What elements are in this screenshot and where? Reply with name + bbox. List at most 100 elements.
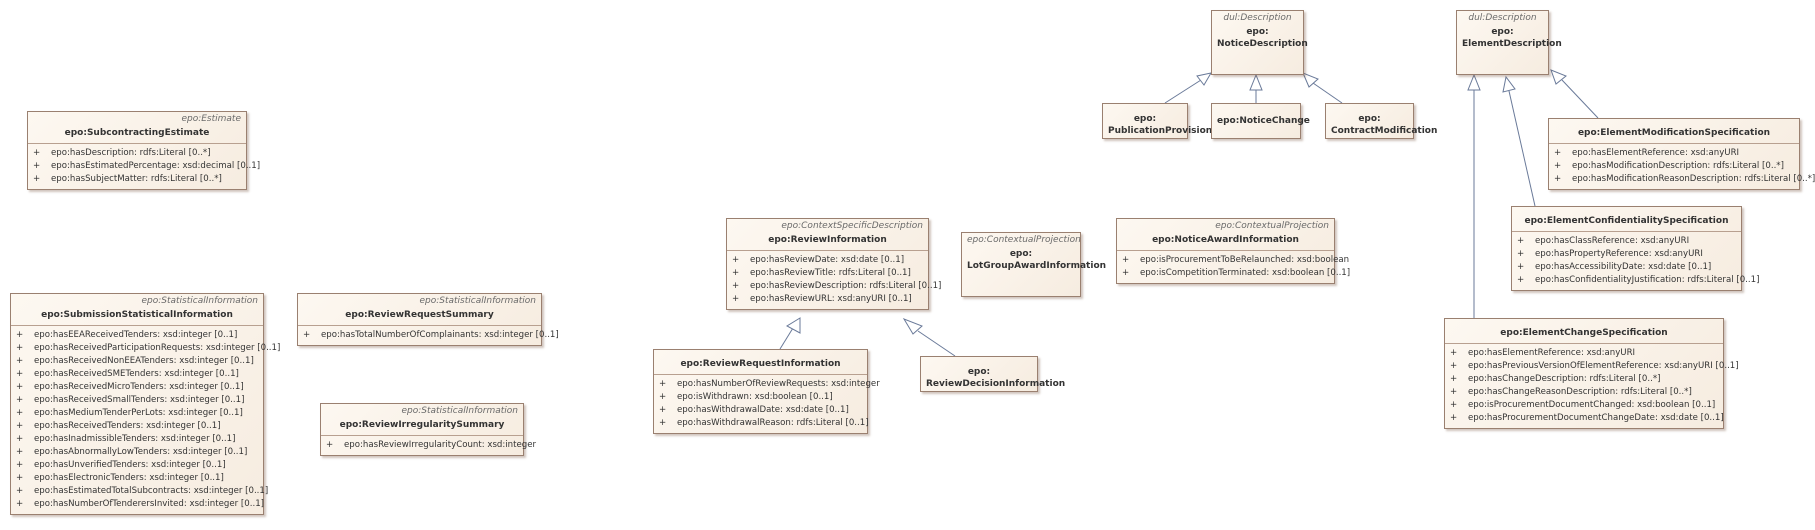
attribute-row: +epo:hasReceivedParticipationRequests: x… bbox=[16, 343, 281, 353]
stereotype-label: epo:ContextualProjection bbox=[1215, 221, 1329, 231]
attribute-list: +epo:hasNumberOfReviewRequests: xsd:inte… bbox=[654, 374, 880, 433]
attribute-row: +epo:hasProcurementDocumentChangeDate: x… bbox=[1450, 413, 1724, 423]
class-publication-provision[interactable]: epo: PublicationProvision bbox=[1102, 103, 1213, 139]
attribute-row: +epo:hasModificationReasonDescription: r… bbox=[1554, 174, 1815, 184]
attribute-list: +epo:hasDescription: rdfs:Literal [0..*]… bbox=[28, 143, 260, 189]
class-element-modification-specification[interactable]: epo:ElementModificationSpecification +ep… bbox=[1548, 118, 1815, 190]
class-name: epo: bbox=[967, 367, 991, 377]
attribute-row: +epo:hasClassReference: xsd:anyURI bbox=[1517, 236, 1690, 246]
attribute-row: +epo:hasChangeReasonDescription: rdfs:Li… bbox=[1450, 387, 1692, 397]
class-name: epo:SubmissionStatisticalInformation bbox=[41, 310, 233, 320]
class-name: epo: bbox=[1246, 27, 1269, 37]
class-name: ReviewDecisionInformation bbox=[926, 379, 1066, 389]
attribute-row: +epo:hasReviewURL: xsd:anyURI [0..1] bbox=[732, 294, 912, 304]
generalization-arrowhead bbox=[785, 317, 801, 334]
stereotype-label: epo:StatisticalInformation bbox=[419, 296, 536, 306]
class-name: epo:SubcontractingEstimate bbox=[64, 128, 210, 138]
class-name: ElementDescription bbox=[1462, 39, 1562, 49]
generalization-line bbox=[779, 327, 794, 350]
generalization-arrowhead bbox=[1467, 73, 1481, 91]
class-element-confidentiality-specification[interactable]: epo:ElementConfidentialitySpecification … bbox=[1511, 206, 1759, 291]
attribute-list: +epo:hasElementReference: xsd:anyURI +ep… bbox=[1445, 343, 1739, 428]
generalization-arrowhead bbox=[1196, 72, 1213, 86]
attribute-list: +epo:isProcurementToBeRelaunched: xsd:bo… bbox=[1117, 250, 1350, 283]
class-submission-statistical-information[interactable]: epo:StatisticalInformation epo:Submissio… bbox=[10, 293, 281, 515]
class-lot-group-award-information[interactable]: epo:ContextualProjection epo: LotGroupAw… bbox=[961, 232, 1107, 297]
attribute-row: +epo:hasElectronicTenders: xsd:integer [… bbox=[16, 473, 224, 483]
class-review-decision-information[interactable]: epo: ReviewDecisionInformation bbox=[920, 356, 1066, 392]
class-name: epo: bbox=[1009, 249, 1033, 259]
attribute-row: +epo:hasEEAReceivedTenders: xsd:integer … bbox=[16, 330, 238, 340]
class-name: epo:ReviewIrregularitySummary bbox=[339, 420, 505, 430]
class-name: LotGroupAwardInformation bbox=[967, 261, 1107, 271]
attribute-list: +epo:hasReviewDate: xsd:date [0..1] +epo… bbox=[727, 250, 942, 309]
stereotype-label: epo:ContextSpecificDescription bbox=[781, 221, 923, 231]
class-contract-modification[interactable]: epo: ContractModification bbox=[1325, 103, 1438, 139]
class-name: epo:ElementConfidentialitySpecification bbox=[1524, 216, 1729, 226]
generalization-line bbox=[1164, 79, 1202, 104]
class-review-information[interactable]: epo:ContextSpecificDescription epo:Revie… bbox=[726, 218, 942, 310]
class-name: epo: bbox=[1358, 114, 1381, 124]
attribute-row: +epo:isProcurementDocumentChanged: xsd:b… bbox=[1450, 400, 1716, 410]
class-review-request-summary[interactable]: epo:StatisticalInformation epo:ReviewReq… bbox=[297, 293, 559, 346]
attribute-row: +epo:hasInadmissibleTenders: xsd:integer… bbox=[16, 434, 236, 444]
attribute-row: +epo:hasChangeDescription: rdfs:Literal … bbox=[1450, 374, 1661, 384]
attribute-row: +epo:hasDescription: rdfs:Literal [0..*] bbox=[33, 148, 211, 158]
attribute-row: +epo:hasNumberOfReviewRequests: xsd:inte… bbox=[659, 379, 880, 389]
attribute-row: +epo:hasModificationDescription: rdfs:Li… bbox=[1554, 161, 1784, 171]
stereotype-label: epo:Estimate bbox=[181, 114, 241, 124]
attribute-row: +epo:hasReceivedTenders: xsd:integer [0.… bbox=[16, 421, 221, 431]
attribute-row: +epo:hasWithdrawalDate: xsd:date [0..1] bbox=[659, 405, 849, 415]
generalization-line bbox=[1561, 79, 1599, 119]
class-notice-award-information[interactable]: epo:ContextualProjection epo:NoticeAward… bbox=[1116, 218, 1350, 284]
generalization-line bbox=[1312, 82, 1343, 104]
attribute-row: +epo:hasUnverifiedTenders: xsd:integer [… bbox=[16, 460, 226, 470]
stereotype-label: epo:StatisticalInformation bbox=[141, 296, 258, 306]
attribute-list: +epo:hasElementReference: xsd:anyURI +ep… bbox=[1549, 143, 1815, 189]
generalization-arrowhead bbox=[1550, 69, 1567, 85]
class-review-irregularity-summary[interactable]: epo:StatisticalInformation epo:ReviewIrr… bbox=[320, 403, 537, 456]
attribute-row: +epo:hasReviewIrregularityCount: xsd:int… bbox=[326, 440, 537, 450]
attribute-row: +epo:hasReceivedSmallTenders: xsd:intege… bbox=[16, 395, 245, 405]
attribute-row: +epo:hasReceivedMicroTenders: xsd:intege… bbox=[16, 382, 244, 392]
attribute-row: +epo:hasAbnormallyLowTenders: xsd:intege… bbox=[16, 447, 248, 457]
stereotype-label: dul:Description bbox=[1223, 13, 1292, 23]
attribute-row: +epo:hasReviewDescription: rdfs:Literal … bbox=[732, 281, 942, 291]
attribute-row: +epo:hasAccessibilityDate: xsd:date [0..… bbox=[1517, 262, 1712, 272]
attribute-row: +epo:hasReceivedNonEEATenders: xsd:integ… bbox=[16, 356, 254, 366]
class-name: epo:ReviewRequestSummary bbox=[345, 310, 494, 320]
generalization-line bbox=[1508, 90, 1536, 207]
attribute-row: +epo:hasSubjectMatter: rdfs:Literal [0..… bbox=[33, 174, 222, 184]
class-name: epo:NoticeChange bbox=[1217, 116, 1310, 126]
class-name: ContractModification bbox=[1331, 126, 1438, 136]
class-name: epo:ElementModificationSpecification bbox=[1577, 128, 1771, 138]
class-notice-change[interactable]: epo:NoticeChange bbox=[1211, 103, 1310, 139]
generalization-arrowhead bbox=[1502, 75, 1516, 93]
attribute-row: +epo:hasReviewDate: xsd:date [0..1] bbox=[732, 255, 905, 265]
class-element-change-specification[interactable]: epo:ElementChangeSpecification +epo:hasE… bbox=[1444, 318, 1739, 429]
generalization-arrowhead bbox=[902, 318, 923, 335]
attribute-row: +epo:hasEstimatedTotalSubcontracts: xsd:… bbox=[16, 486, 269, 496]
stereotype-label: epo:StatisticalInformation bbox=[401, 406, 518, 416]
class-name: NoticeDescription bbox=[1217, 39, 1308, 49]
attribute-list: +epo:hasTotalNumberOfComplainants: xsd:i… bbox=[298, 325, 559, 345]
class-review-request-information[interactable]: epo:ReviewRequestInformation +epo:hasNum… bbox=[653, 349, 880, 434]
class-name: epo: bbox=[1491, 27, 1514, 37]
attribute-list: +epo:hasReviewIrregularityCount: xsd:int… bbox=[321, 435, 537, 455]
attribute-row: +epo:hasPreviousVersionOfElementReferenc… bbox=[1450, 361, 1739, 371]
attribute-row: +epo:hasElementReference: xsd:anyURI bbox=[1554, 148, 1740, 158]
class-name: epo:ElementChangeSpecification bbox=[1500, 328, 1668, 338]
class-subcontracting-estimate[interactable]: epo:Estimate epo:SubcontractingEstimate … bbox=[27, 111, 260, 190]
attribute-row: +epo:hasNumberOfTenderersInvited: xsd:in… bbox=[16, 499, 265, 509]
attribute-row: +epo:hasMediumTenderPerLots: xsd:integer… bbox=[16, 408, 243, 418]
class-name: PublicationProvision bbox=[1108, 126, 1213, 136]
attribute-row: +epo:hasTotalNumberOfComplainants: xsd:i… bbox=[303, 330, 559, 340]
attribute-row: +epo:isWithdrawn: xsd:boolean [0..1] bbox=[659, 392, 833, 402]
attribute-row: +epo:hasPropertyReference: xsd:anyURI bbox=[1517, 249, 1703, 259]
class-name: epo:ReviewInformation bbox=[768, 235, 887, 245]
attribute-row: +epo:hasWithdrawalReason: rdfs:Literal [… bbox=[659, 418, 869, 428]
class-element-description[interactable]: dul:Description epo: ElementDescription bbox=[1456, 10, 1562, 75]
generalization-arrowhead bbox=[1249, 73, 1263, 91]
class-notice-description[interactable]: dul:Description epo: NoticeDescription bbox=[1211, 10, 1308, 75]
attribute-row: +epo:isProcurementToBeRelaunched: xsd:bo… bbox=[1122, 255, 1350, 265]
